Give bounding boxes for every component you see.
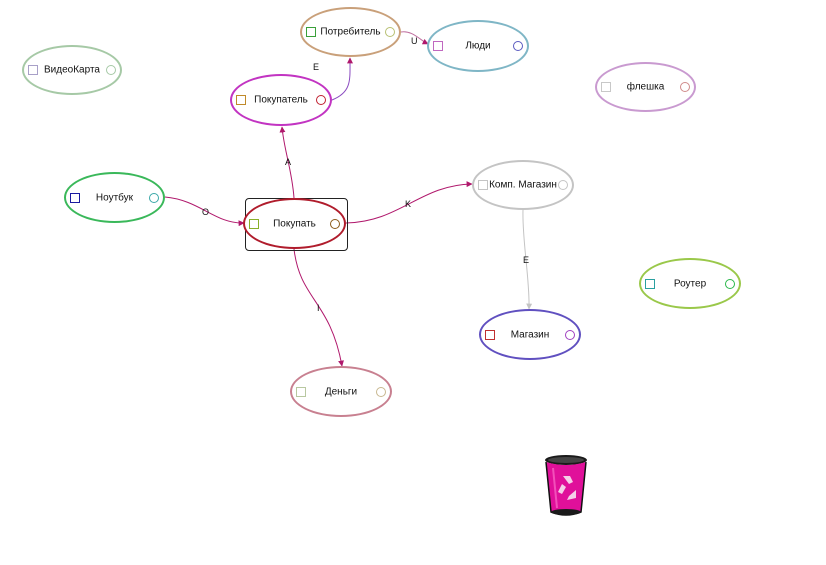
node-fleshka[interactable]: флешка [595,62,696,112]
output-port[interactable] [106,65,116,75]
edge-pokupat-to-pokupatel[interactable] [279,126,295,199]
node-label: Комп. Магазин [489,179,557,191]
node-label: Деньги [324,386,358,397]
edge-label: I [317,303,320,313]
input-port[interactable] [236,95,246,105]
node-label: Ноутбук [95,192,134,203]
input-port[interactable] [249,218,259,229]
input-port[interactable] [478,180,488,190]
edge-label: O [202,207,210,217]
input-port[interactable] [485,329,495,340]
output-port[interactable] [385,27,395,37]
input-port[interactable] [433,41,443,51]
node-label: Покупать [273,218,316,229]
edge-pokupat-to-dengi[interactable] [293,248,344,367]
node-label: Магазин [510,329,550,340]
node-magazin[interactable]: Магазин [479,309,581,360]
output-port[interactable] [565,329,575,340]
output-port[interactable] [680,82,690,92]
output-port[interactable] [725,278,735,289]
node-pokupatel[interactable]: Покупатель [230,74,332,126]
output-port[interactable] [558,180,568,190]
edge-label: K [405,199,412,209]
node-label: Потребитель [320,26,381,38]
output-port[interactable] [330,218,340,229]
node-komp-magazin[interactable]: Комп. Магазин [472,160,574,210]
node-router[interactable]: Роутер [639,258,741,309]
node-label: флешка [626,81,665,93]
edge-label: U [411,36,418,46]
edge-pokupat-to-komp-magazin[interactable] [345,181,473,224]
edges-layer [164,31,533,367]
node-pokupat[interactable]: Покупать [243,198,346,249]
input-port[interactable] [601,82,611,92]
node-videokarta[interactable]: ВидеоКарта [22,45,122,95]
output-port[interactable] [316,95,326,105]
edge-pokupatel-to-potrebitel[interactable] [331,57,354,101]
edge-komp-magazin-to-magazin[interactable] [522,209,533,310]
node-potrebitel[interactable]: Потребитель [300,7,401,57]
node-label: Роутер [673,278,707,289]
node-dengi[interactable]: Деньги [290,366,392,417]
output-port[interactable] [376,386,386,397]
edge-label: A [285,157,292,167]
node-label: Люди [465,40,491,52]
output-port[interactable] [149,192,159,203]
edge-label: E [523,255,530,265]
output-port[interactable] [513,41,523,51]
edge-label: E [313,62,320,72]
node-label: ВидеоКарта [44,64,100,76]
input-port[interactable] [306,27,316,37]
edge-noutbuk-to-pokupat[interactable] [164,196,245,227]
input-port[interactable] [70,192,80,203]
node-lyudi[interactable]: Люди [427,20,529,72]
input-port[interactable] [645,278,655,289]
input-port[interactable] [296,386,306,397]
input-port[interactable] [28,65,38,75]
edge-potrebitel-to-lyudi[interactable] [400,31,429,45]
recycle-bin-icon[interactable] [543,454,589,518]
node-label: Покупатель [254,94,308,106]
node-noutbuk[interactable]: Ноутбук [64,172,165,223]
